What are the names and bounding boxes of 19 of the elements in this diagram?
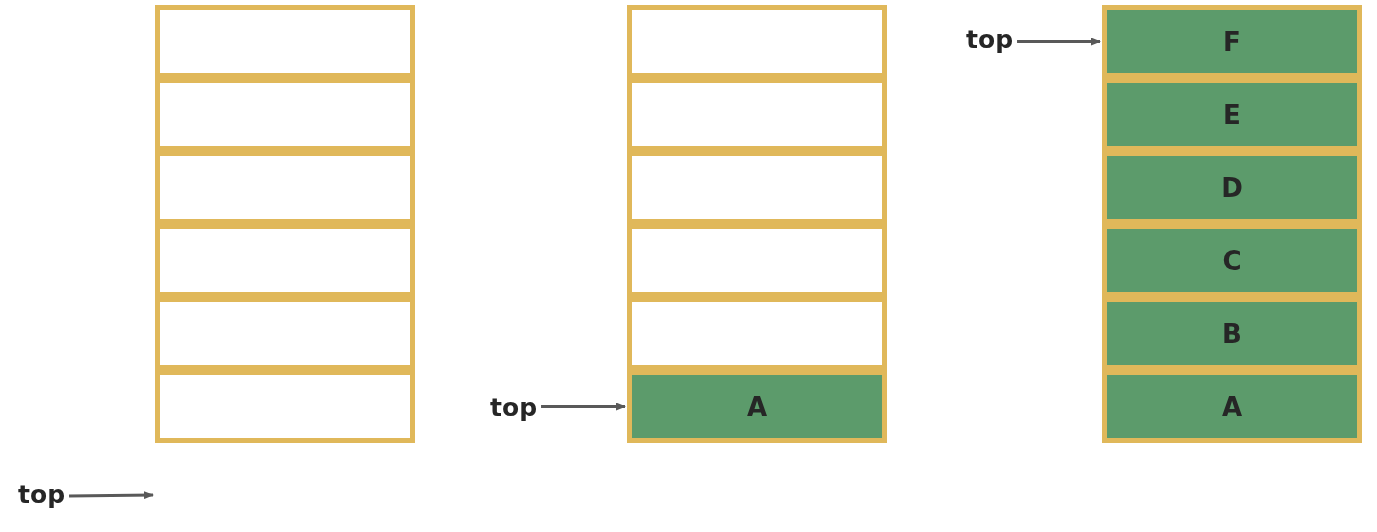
slot-letter: F bbox=[1223, 26, 1241, 57]
pointer-label: top bbox=[966, 25, 1014, 55]
pointer-arrow bbox=[69, 491, 154, 500]
stack-slot-filled bbox=[1102, 370, 1362, 443]
pointer-arrow bbox=[1017, 37, 1101, 46]
stack-slot-filled bbox=[627, 370, 887, 443]
stack-slot-filled bbox=[1102, 5, 1362, 78]
stack-slot-empty bbox=[155, 5, 415, 78]
slot-letter: E bbox=[1223, 99, 1241, 130]
slot-letter: B bbox=[1222, 318, 1242, 349]
stack-slot-empty bbox=[627, 5, 887, 78]
stack-slot-empty bbox=[155, 370, 415, 443]
slot-letter: D bbox=[1221, 172, 1243, 203]
pointer-label: top bbox=[490, 393, 538, 423]
pointer-label: top bbox=[18, 480, 66, 510]
pointer-arrow bbox=[541, 402, 626, 411]
slot-letter: A bbox=[1221, 391, 1243, 422]
slot-letter: A bbox=[746, 391, 768, 422]
slot-letter: C bbox=[1222, 245, 1242, 276]
